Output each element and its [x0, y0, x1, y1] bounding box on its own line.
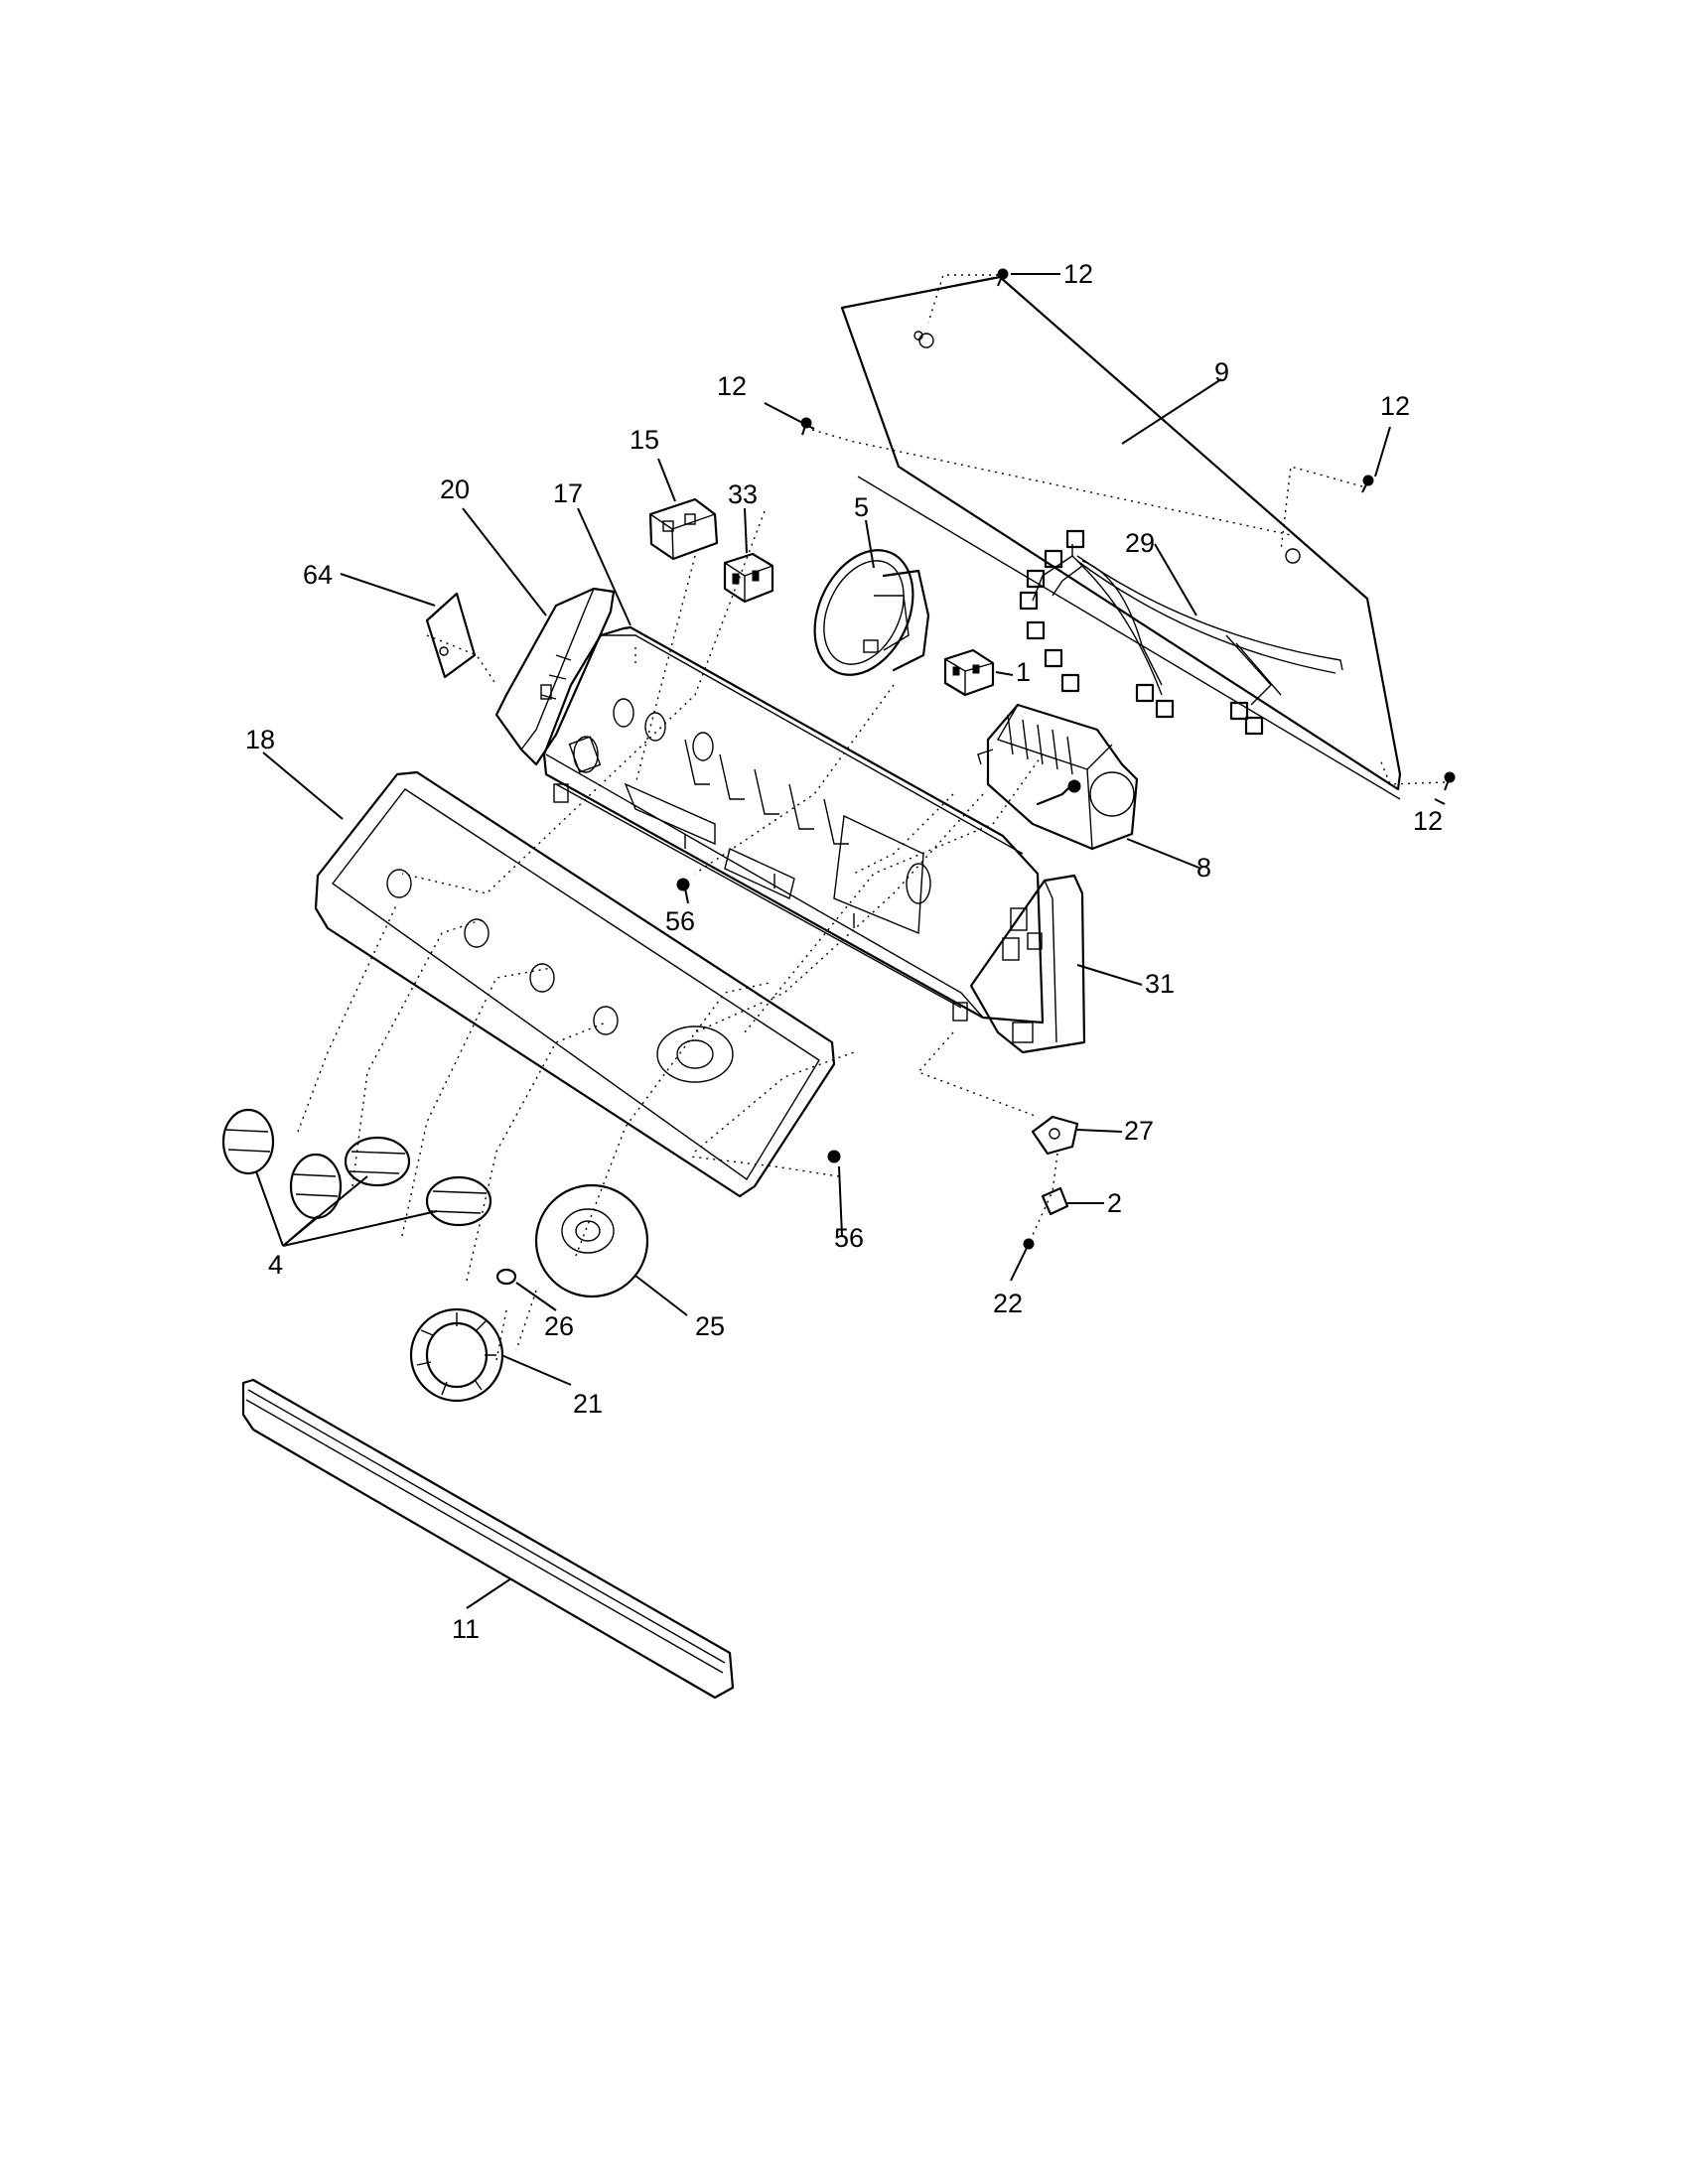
switch-part-1 — [943, 648, 995, 697]
callout-27: 27 — [1124, 1116, 1154, 1146]
callout-18: 18 — [245, 725, 275, 754]
switch-part-33 — [723, 552, 774, 604]
callout-9: 9 — [1214, 357, 1229, 387]
callout-33: 33 — [728, 479, 758, 509]
trim-strip-part-11 — [241, 1378, 735, 1700]
callout-5: 5 — [854, 492, 869, 522]
knob-part-4 — [221, 1108, 492, 1227]
dial-knob-part-21 — [409, 1307, 504, 1403]
callout-26: 26 — [544, 1311, 574, 1341]
leader-lines — [255, 273, 1446, 1609]
callout-2: 2 — [1107, 1188, 1122, 1218]
callout-21: 21 — [573, 1389, 603, 1419]
callout-17: 17 — [553, 478, 583, 508]
screw-part-22 — [1010, 1238, 1035, 1282]
dial-switch-part-5 — [813, 549, 930, 676]
dial-skirt-part-25 — [534, 1183, 649, 1298]
callout-31: 31 — [1145, 969, 1175, 999]
callout-25: 25 — [695, 1311, 725, 1341]
callout-15: 15 — [630, 425, 659, 455]
callout-12-left: 12 — [717, 371, 747, 401]
plate-part-64 — [425, 592, 477, 679]
timer-motor-part-8 — [977, 703, 1139, 851]
right-end-cap-part-31 — [969, 874, 1086, 1054]
callout-1: 1 — [1016, 657, 1031, 687]
front-panel-part-18 — [314, 770, 836, 1198]
washer-part-26 — [495, 1268, 517, 1286]
callout-22: 22 — [993, 1289, 1023, 1318]
callout-12-right: 12 — [1380, 391, 1410, 421]
callout-labels: 12 12 9 12 29 15 33 5 20 17 64 1 18 56 8… — [245, 259, 1443, 1644]
callout-56-bottom: 56 — [834, 1223, 864, 1253]
callout-64: 64 — [303, 560, 333, 590]
callout-8: 8 — [1196, 853, 1211, 883]
left-end-cap-part-20 — [494, 587, 616, 766]
console-body-part-17 — [542, 625, 1045, 1024]
callout-12-bottom: 12 — [1413, 806, 1443, 836]
callout-29: 29 — [1125, 528, 1155, 558]
assembly-guide-lines — [297, 274, 1446, 1361]
switch-part-15 — [648, 497, 719, 561]
callout-11: 11 — [452, 1614, 480, 1644]
wire-harness-part-29 — [1019, 529, 1343, 736]
screw-part-12 — [800, 268, 1456, 791]
callout-12-top: 12 — [1063, 259, 1093, 289]
screw-part-56 — [676, 878, 841, 1163]
callout-20: 20 — [440, 475, 470, 504]
rear-panel-part-9 — [840, 275, 1402, 800]
spacer-part-2 — [1041, 1186, 1069, 1216]
bracket-part-27 — [1031, 1115, 1079, 1156]
callout-56-top: 56 — [665, 906, 695, 936]
callout-4: 4 — [268, 1250, 283, 1280]
